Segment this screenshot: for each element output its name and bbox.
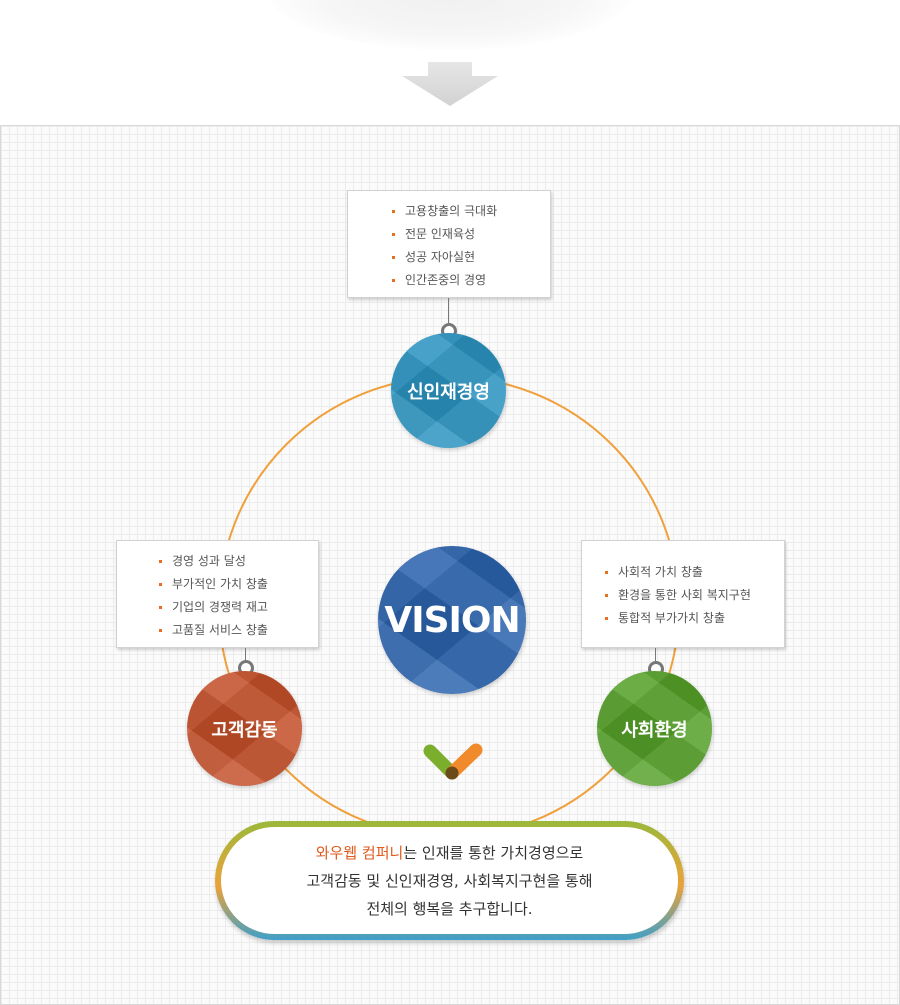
list-item: 고용창출의 극대화 [392,200,550,223]
company-name: 와우웹 컴퍼니 [315,843,404,862]
list-item: 사회적 가치 창출 [605,561,784,584]
connector-top [448,298,449,324]
circle-right-label: 사회환경 [621,719,688,741]
statement-line-1: 와우웹 컴퍼니는 인재를 통한 가치경영으로 [315,843,584,862]
card-left: 경영 성과 달성 부가적인 가치 창출 기업의 경쟁력 재고 고품질 서비스 창… [116,540,319,648]
list-item: 고품질 서비스 창출 [159,619,318,642]
statement-line-3: 전체의 행복을 추구합니다. [366,899,533,918]
list-item: 부가적인 가치 창출 [159,573,318,596]
connector-left [245,648,246,662]
circle-right: 사회환경 [597,671,712,786]
list-item: 환경을 통한 사회 복지구현 [605,584,784,607]
check-mark-icon [423,743,483,780]
circle-top: 신인재경영 [391,333,506,448]
statement-pill: 와우웹 컴퍼니는 인재를 통한 가치경영으로 고객감동 및 신인재경영, 사회복… [215,821,684,940]
circle-left-label: 고객감동 [211,719,278,741]
connector-right [655,648,656,662]
card-top: 고용창출의 극대화 전문 인재육성 성공 자아실현 인간존중의 경영 [347,190,551,298]
card-right: 사회적 가치 창출 환경을 통한 사회 복지구현 통합적 부가가치 창출 [581,540,785,648]
statement-line-2: 고객감동 및 신인재경영, 사회복지구현을 통해 [306,871,593,890]
list-item: 기업의 경쟁력 재고 [159,596,318,619]
list-item: 전문 인재육성 [392,223,550,246]
list-item: 경영 성과 달성 [159,550,318,573]
vision-label: VISION [384,599,520,641]
circle-top-label: 신인재경영 [407,381,490,403]
list-item: 인간존중의 경영 [392,269,550,292]
circle-left: 고객감동 [187,671,302,786]
down-arrow-icon [402,62,498,106]
circle-center-vision: VISION [378,546,526,694]
list-item: 성공 자아실현 [392,246,550,269]
list-item: 통합적 부가가치 창출 [605,607,784,630]
